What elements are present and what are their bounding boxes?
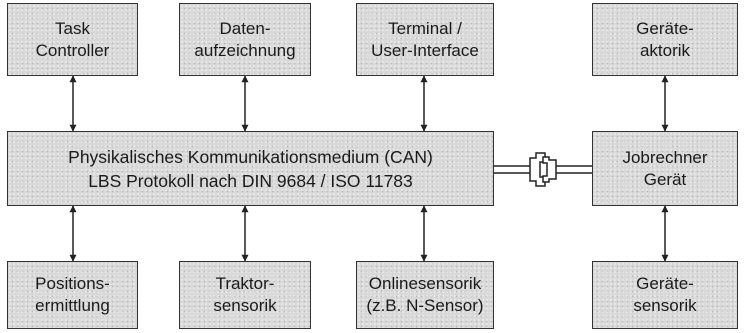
jobrechner-block: Jobrechner Gerät: [592, 131, 738, 206]
plug-connector-icon: [494, 152, 592, 187]
geraeteaktorik-block: Geräte- aktorik: [592, 3, 738, 76]
onlinesensorik-label: Onlinesensorik (z.B. N-Sensor): [366, 274, 484, 315]
jobrechner-label: Jobrechner Gerät: [622, 147, 708, 189]
positionsermittlung-label: Positions- ermittlung: [35, 274, 110, 315]
traktorsensorik-label: Traktor- sensorik: [213, 274, 277, 315]
terminal-label: Terminal / User-Interface: [371, 18, 479, 60]
geraeteaktorik-label: Geräte- aktorik: [636, 18, 694, 60]
datenaufzeichnung-block: Daten- aufzeichnung: [179, 3, 311, 76]
traktorsensorik-block: Traktor- sensorik: [179, 261, 311, 329]
can-bus-block: Physikalisches Kommunikationsmedium (CAN…: [7, 131, 494, 206]
task-controller-block: Task Controller: [7, 3, 138, 76]
geraetesensorik-label: Geräte- sensorik: [633, 274, 697, 315]
geraetesensorik-block: Geräte- sensorik: [592, 261, 738, 329]
terminal-block: Terminal / User-Interface: [356, 3, 494, 76]
onlinesensorik-block: Onlinesensorik (z.B. N-Sensor): [356, 261, 494, 329]
positionsermittlung-block: Positions- ermittlung: [7, 261, 138, 329]
task-controller-label: Task Controller: [35, 18, 110, 60]
datenaufzeichnung-label: Daten- aufzeichnung: [194, 18, 296, 60]
can-bus-label: Physikalisches Kommunikationsmedium (CAN…: [68, 146, 433, 191]
